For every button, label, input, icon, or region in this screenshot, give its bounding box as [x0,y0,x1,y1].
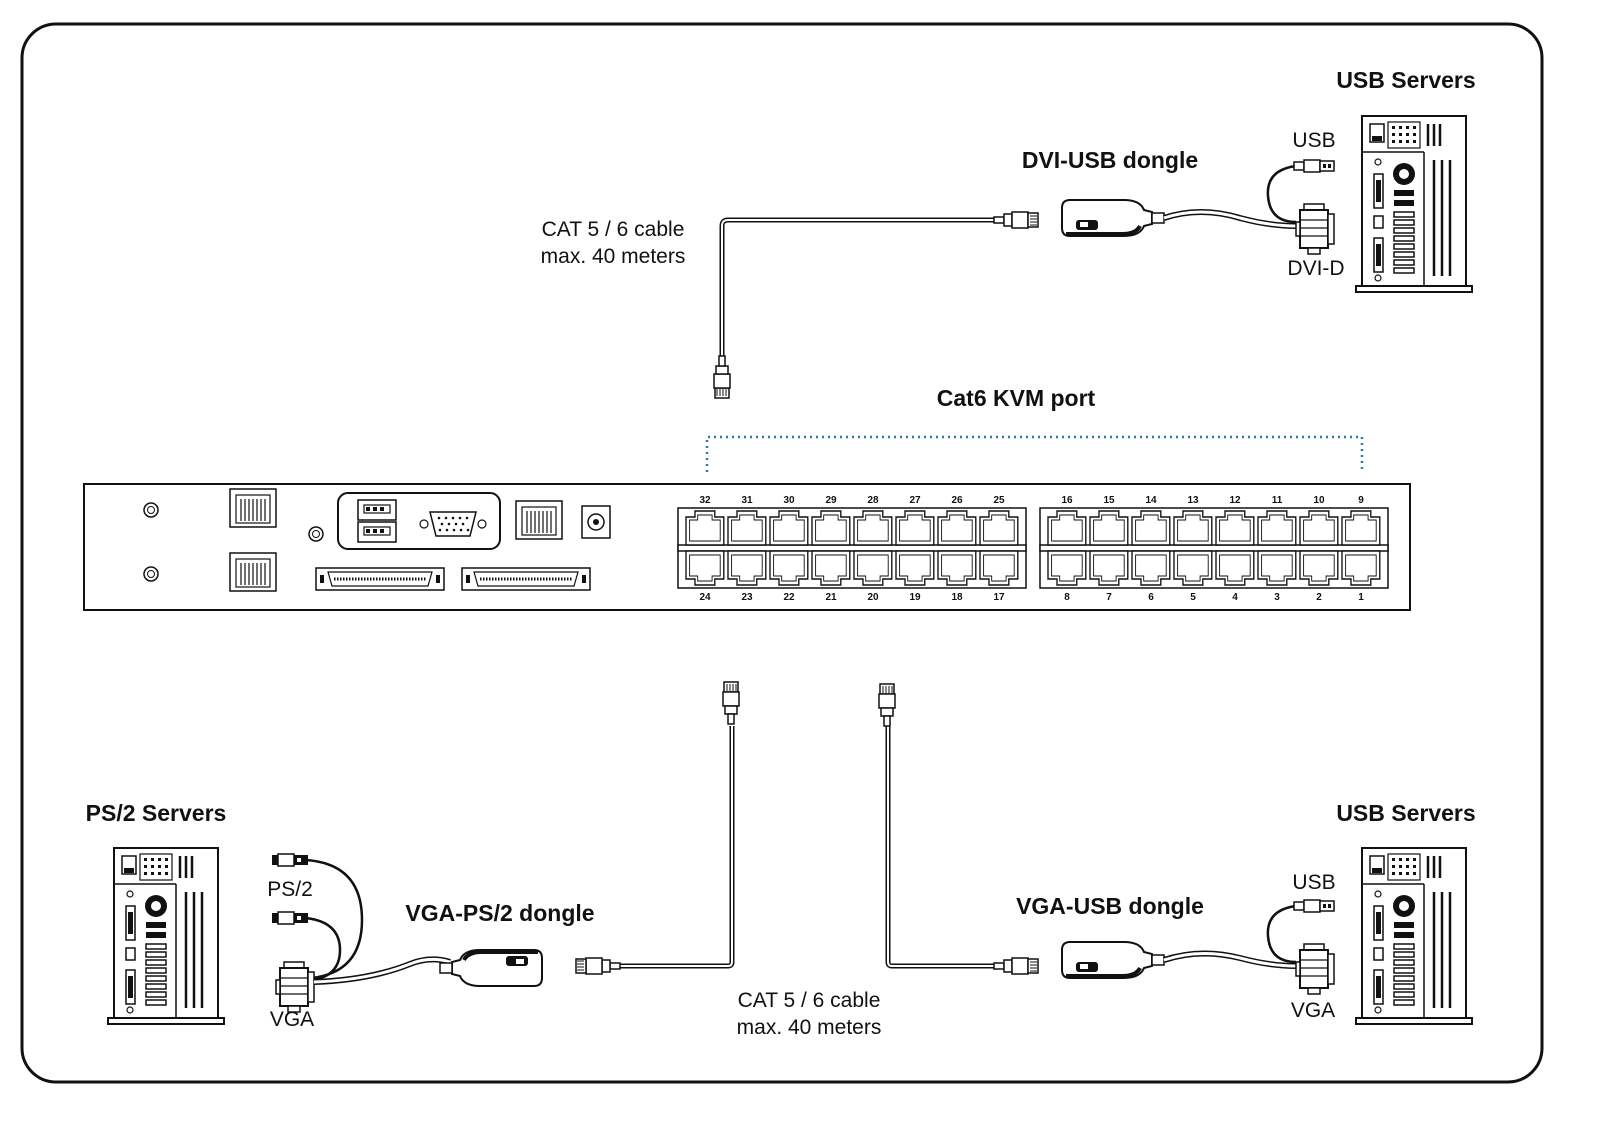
port-number-label: 14 [1145,495,1157,506]
ps2-connector-2-icon [271,911,309,925]
port-number-label: 27 [909,495,921,506]
port-number-label: 22 [783,592,795,603]
port-number-label: 17 [993,592,1005,603]
vga-left-label: VGA [270,1008,314,1031]
port-number-label: 7 [1106,592,1112,603]
rj45-plug-top-horizontal-icon [993,211,1039,229]
cat6-kvm-port-title: Cat6 KVM port [937,385,1096,411]
port-number-label: 24 [699,592,711,603]
vga-ps2-dongle-icon [438,948,544,988]
rj45-plug-bottom-left-horizontal-icon [575,957,621,975]
port-number-label: 18 [951,592,963,603]
dvi-usb-dongle-icon [1060,198,1166,238]
vga-usb-dongle-icon [1060,940,1166,980]
usb-connector-bottom-icon [1293,899,1335,913]
cable-top-line1: CAT 5 / 6 cable [542,218,685,241]
port-number-label: 29 [825,495,837,506]
port-number-label: 9 [1358,495,1364,506]
usb-connector-top-icon [1293,159,1335,173]
port-number-label: 2 [1316,592,1322,603]
usb-server-top-icon [1354,114,1474,294]
port-number-label: 6 [1148,592,1154,603]
port-number-label: 26 [951,495,963,506]
cable-bottom-line2: max. 40 meters [737,1016,882,1039]
port-number-label: 3 [1274,592,1280,603]
port-number-label: 32 [699,495,711,506]
vga-connector-left-icon [275,961,315,1013]
port-number-label: 28 [867,495,879,506]
vga-ps2-dongle-title: VGA-PS/2 dongle [405,900,594,926]
outer-frame [20,22,1544,1084]
port-number-label: 15 [1103,495,1115,506]
port-number-label: 21 [825,592,837,603]
kvm-switch-rear-panel [83,483,1411,611]
port-number-label: 25 [993,495,1005,506]
port-number-label: 11 [1272,495,1283,506]
ps2-connector-1-icon [271,853,309,867]
rj45-plug-bottom-right-horizontal-icon [993,957,1039,975]
port-number-label: 19 [909,592,921,603]
port-number-label: 16 [1061,495,1073,506]
port-number-label: 30 [783,495,795,506]
port-number-label: 10 [1313,495,1325,506]
vga-usb-dongle-title: VGA-USB dongle [1016,893,1204,919]
port-number-label: 13 [1187,495,1199,506]
vga-right-label: VGA [1291,999,1335,1022]
rj45-plug-top-vertical-icon [713,355,731,399]
usb-servers-bottom-title: USB Servers [1336,800,1475,826]
port-number-label: 8 [1064,592,1070,603]
port-number-label: 23 [741,592,753,603]
dvi-d-label: DVI-D [1287,257,1344,280]
usb-top-label: USB [1292,129,1335,152]
port-number-label: 1 [1358,592,1364,603]
port-number-label: 20 [867,592,879,603]
usb-bottom-label: USB [1292,871,1335,894]
vga-connector-right-icon [1295,943,1335,995]
rj45-plug-bottom-right-vertical-icon [878,683,896,727]
rj45-plug-bottom-left-vertical-icon [722,681,740,725]
port-number-label: 5 [1190,592,1196,603]
usb-server-bottom-icon [1354,846,1474,1026]
ps2-servers-title: PS/2 Servers [86,800,227,826]
cable-bottom-line1: CAT 5 / 6 cable [738,989,881,1012]
usb-servers-top-title: USB Servers [1336,67,1475,93]
ps2-server-icon [106,846,226,1026]
port-number-label: 12 [1229,495,1241,506]
dvi-usb-dongle-title: DVI-USB dongle [1022,147,1198,173]
kvm-port-bracket [705,435,1364,472]
port-number-label: 31 [741,495,753,506]
port-number-label: 4 [1232,592,1238,603]
dvi-connector-icon [1295,203,1335,255]
cable-top-line2: max. 40 meters [541,245,686,268]
ps2-label: PS/2 [267,878,313,901]
